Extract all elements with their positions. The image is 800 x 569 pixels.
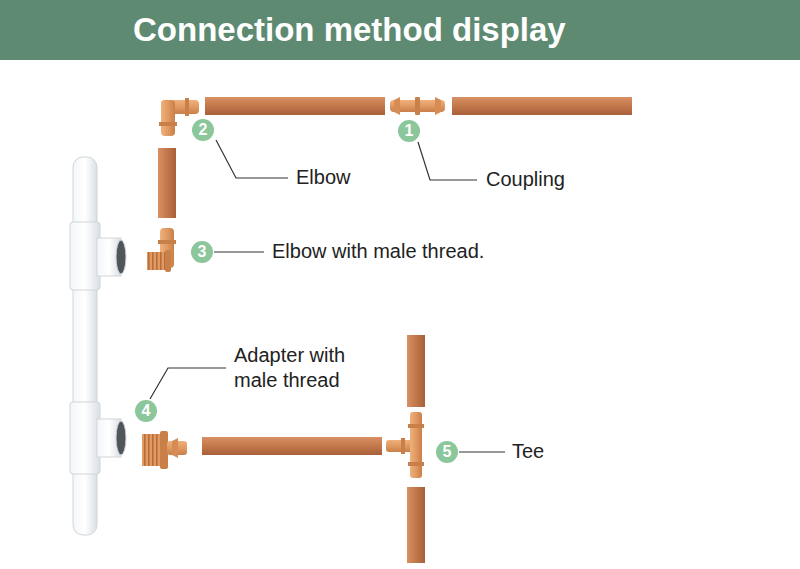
callout-circle: 2 (192, 119, 214, 141)
part-label: Coupling (486, 167, 565, 192)
callout-circle: 1 (398, 120, 420, 142)
callout-circle: 4 (135, 400, 157, 422)
part-label: Adapter with male thread (234, 343, 374, 393)
part-label: Tee (512, 439, 544, 464)
callout-number: 1 (405, 122, 414, 139)
callout-number: 4 (142, 402, 151, 419)
callout-number: 2 (199, 121, 208, 138)
callout-number: 5 (443, 443, 452, 460)
callout-circle: 3 (191, 241, 213, 263)
callout-number: 3 (198, 243, 207, 260)
part-label: Elbow with male thread. (272, 239, 484, 264)
title: Connection method display (133, 10, 566, 50)
part-label: Elbow (296, 165, 350, 190)
callout-circle: 5 (436, 441, 458, 463)
